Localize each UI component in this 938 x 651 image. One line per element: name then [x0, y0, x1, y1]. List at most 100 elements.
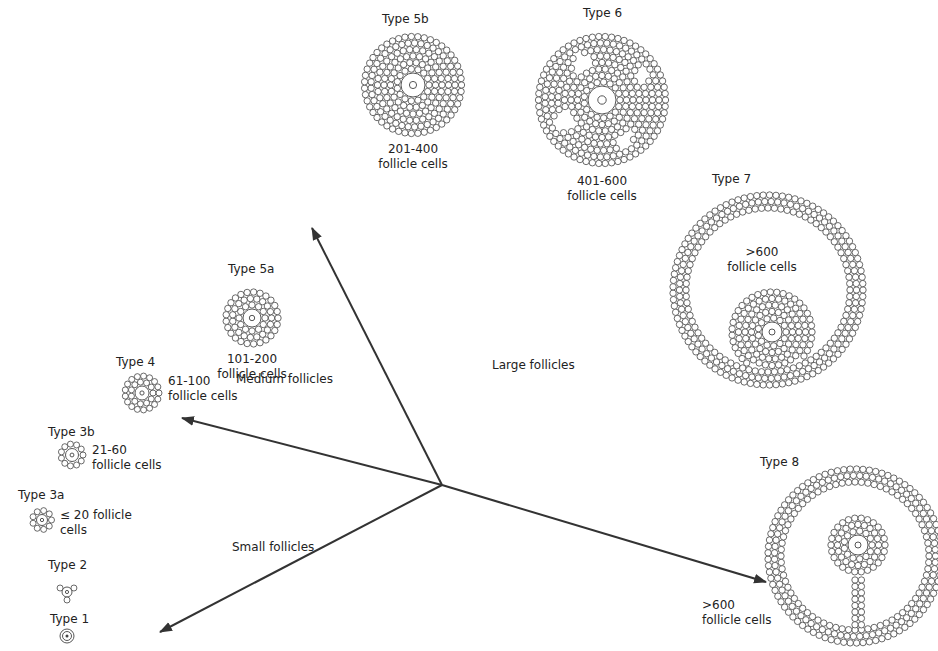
follicle-cell [672, 309, 678, 315]
follicle-cell [680, 261, 686, 267]
follicle-cell [457, 69, 463, 75]
follicle-cell [765, 369, 771, 375]
follicle-cell [858, 602, 864, 608]
follicle-cell [871, 481, 877, 487]
follicle-cell [849, 244, 855, 250]
follicle-cell [555, 100, 561, 106]
follicle-cell [450, 94, 456, 100]
follicle-cell [438, 75, 444, 81]
follicle-cell [730, 319, 736, 325]
follicle-cell [793, 316, 799, 322]
follicle-cell [687, 261, 693, 267]
follicle-cell [34, 509, 40, 515]
follicle-cell [574, 97, 580, 103]
follicle-cell [418, 41, 424, 47]
follicle-cell [150, 390, 156, 396]
follicle-cell [879, 470, 885, 476]
follicle-cell [581, 144, 587, 150]
follicle-cell [403, 110, 409, 116]
oocyte-nucleus [140, 391, 144, 395]
follicle-cell [260, 308, 266, 314]
follicle-cell [738, 316, 744, 322]
type-label: Type 7 [712, 172, 751, 187]
follicle-cell [841, 318, 847, 324]
follicle-cell [879, 529, 885, 535]
follicle-cell [361, 85, 367, 91]
follicle-cell [368, 79, 374, 85]
follicle-cell [591, 153, 597, 159]
follicle-cell [636, 97, 642, 103]
follicle-cell [610, 41, 616, 47]
follicle-cell [742, 201, 748, 207]
follicle-cell [632, 126, 638, 132]
follicle-cell [604, 141, 610, 147]
follicle-cell [795, 322, 801, 328]
follicle-cell [853, 287, 859, 293]
follicle-cell [860, 280, 866, 286]
follicle-cell [382, 75, 388, 81]
follicle-cell [262, 315, 268, 321]
label-holder: Type 5a [228, 262, 274, 277]
label-holder: Type 1 [50, 612, 89, 627]
follicle-cell [852, 609, 858, 615]
follicle-cell [852, 515, 858, 521]
follicle-cell [568, 90, 574, 96]
follicle-cell [784, 207, 790, 213]
follicle-cell [74, 462, 80, 468]
follicle-cell [741, 195, 747, 201]
follicle-cell [858, 615, 864, 621]
follicle-cell [394, 78, 400, 84]
follicle-cell [682, 255, 688, 261]
follicle-cell [589, 67, 595, 73]
follicle-cell [774, 375, 780, 381]
follicle-cell [861, 561, 867, 567]
follicle-cell [610, 139, 616, 145]
follicle-cell [870, 564, 876, 570]
follicle-cell [858, 306, 864, 312]
follicle-cell [137, 379, 143, 385]
follicle-cell [589, 126, 595, 132]
follicle-cell [572, 46, 578, 52]
follicle-cell [779, 193, 785, 199]
follicle-cell [689, 255, 695, 261]
follicle-cell [851, 306, 857, 312]
follicle-cell [613, 48, 619, 54]
follicle-cell [931, 540, 937, 546]
follicle-cell [600, 46, 606, 52]
follicle-cell [871, 624, 877, 630]
follicle-cell [657, 72, 663, 78]
follicle-cell [841, 545, 847, 551]
follicle-cell [549, 87, 555, 93]
follicle-cell [749, 200, 755, 206]
follicle-cell [634, 84, 640, 90]
type-3a-follicle [30, 508, 54, 533]
follicle-cell [408, 33, 414, 39]
type-7-follicle [670, 192, 866, 388]
type-label: Type 1 [50, 612, 89, 627]
follicle-cell [670, 290, 676, 296]
follicle-cell [692, 324, 698, 330]
follicle-cell [758, 338, 764, 344]
follicle-cell [755, 325, 761, 331]
label-holder: Type 5b [382, 12, 429, 27]
follicle-cell [575, 90, 581, 96]
follicle-cell [632, 67, 638, 73]
follicle-cell [925, 566, 931, 572]
label-holder: Type 4 [116, 355, 155, 370]
follicle-cell [537, 84, 543, 90]
follicle-cell [450, 69, 456, 75]
follicle-cell [689, 318, 695, 324]
follicle-cell [642, 103, 648, 109]
follicle-cell [416, 54, 422, 60]
follicle-cell [867, 535, 873, 541]
follicle-cell [677, 300, 683, 306]
follicle-cell [785, 380, 791, 386]
follicle-cell [426, 82, 432, 88]
oocyte [62, 587, 72, 597]
follicle-cell [831, 554, 837, 560]
follicle-cell [752, 368, 758, 374]
follicle-cell [772, 302, 778, 308]
follicle-cell [863, 633, 869, 639]
follicle-cell [776, 525, 782, 531]
follicle-cell [845, 268, 851, 274]
